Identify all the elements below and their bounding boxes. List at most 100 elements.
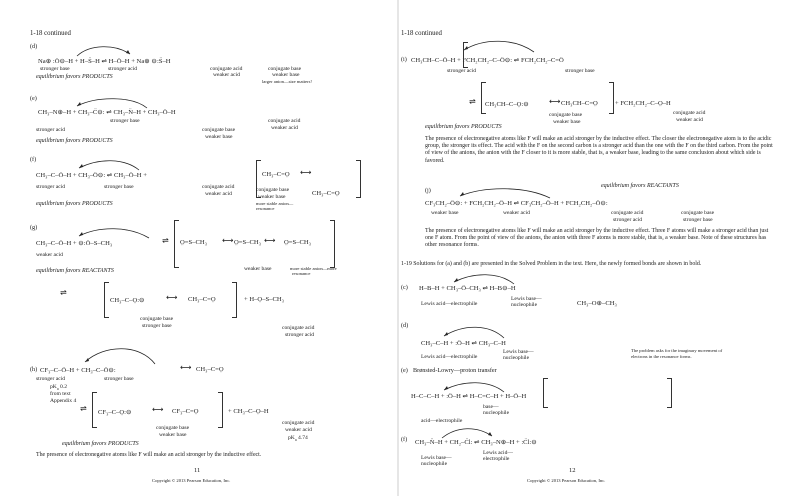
part-g-favors: equilibrium favors REACTANTS <box>36 268 114 274</box>
part-i-label-4: conjugate acid <box>673 110 706 116</box>
q19-c-electron-arrow <box>453 274 515 285</box>
part-d-tag: (d) <box>30 43 38 50</box>
q19-d-equation: CH₃–C–H + :Ö–H ⇌ CH₃–C–H <box>421 340 506 347</box>
q19-c-equation: H–B–H + CH₃–Ö–CH₃ ⇌ H–B⊖–H <box>419 285 516 292</box>
part-i-electron-arrow <box>463 40 535 53</box>
part-g-resonance-arrow-2: ⟷ <box>264 236 276 245</box>
part-j-electron-arrow <box>459 188 551 199</box>
q19-e-label-2b: nucleophile <box>483 410 510 416</box>
part-i-equilibrium-arrow: ⇌ <box>469 97 476 106</box>
part-g-equation: CH₃–C–Ö–H + ⊖:Ö–S–CH₃ <box>36 240 113 247</box>
part-d-favors: equilibrium favors PRODUCTS <box>36 74 113 80</box>
part-h-label-1f: Appendix 4 <box>50 398 77 404</box>
part-i-bracket2-open <box>481 82 486 114</box>
part-g-conj-base-1: CH₃–C–O̤:⊖ <box>110 297 145 304</box>
part-j-label-3b: stronger acid <box>613 217 643 223</box>
part-e-label-1: stronger acid <box>36 127 66 133</box>
part-j-label-4b: stronger base <box>683 217 713 223</box>
part-h-resonance-arrow-2: ⟷ <box>152 405 164 414</box>
part-h-conj-base-2: CF₃–C=O̤ <box>172 408 199 415</box>
part-f-label-2: stronger base <box>104 184 134 190</box>
page-number: 12 <box>569 467 576 474</box>
part-h-label-3: conjugate base <box>156 425 190 431</box>
page-11: 1-18 continued (d) Na⊕ :Ö⊖–H + H–S̈–H ⇌… <box>0 0 398 496</box>
part-h-equation: CF₃–C–Ö–H + CH₃–C–Ö⊖: <box>40 367 116 374</box>
part-h-bracket-open <box>92 392 97 428</box>
part-h-conj-acid: + CH₃–C–O̤–H <box>228 408 269 415</box>
q19-c-tag: (c) <box>401 284 408 291</box>
part-g-bracket2-close <box>232 282 237 318</box>
page-12: 1-18 continued (i) CH₃CH–C–Ö–H + FCH₂CH… <box>399 0 798 496</box>
part-f-label-4: conjugate base <box>256 187 290 193</box>
part-h-label-1e: from text <box>50 391 71 397</box>
part-f-label-4b: weaker base <box>258 194 286 200</box>
part-f-label-4c: more stable anion— <box>256 201 294 206</box>
q19-e-electron-arrow <box>443 382 505 393</box>
q19-f-tag: (f) <box>401 436 408 443</box>
part-f-bracket-open <box>256 160 261 198</box>
part-g-equilibrium-arrow-1: ⇌ <box>162 236 169 245</box>
part-g-resonance-1: O̤=S–CH₃ <box>180 239 207 246</box>
part-i-tag: (i) <box>401 56 407 63</box>
part-f-label-3: conjugate acid <box>202 184 235 190</box>
part-j-label-2: weaker acid <box>503 210 530 216</box>
part-i-note: The presence of electronegative atoms li… <box>425 136 773 164</box>
part-j-label-1: weaker base <box>431 210 459 216</box>
page-footer: Copyright © 2013 Pearson Education, Inc. <box>527 478 606 483</box>
part-j-tag: (j) <box>425 187 431 194</box>
page-header: 1-18 continued <box>401 30 442 37</box>
part-d-electron-arrow <box>76 46 131 57</box>
part-g-label-5b: stronger base <box>142 323 172 329</box>
part-j-equation: CF₃CH₂–Ö⊖: + FCH₂CH₂–Ö–H ⇌ CF₃CH₂–Ö–H… <box>425 200 608 207</box>
q19-e-label-1: acid—electrophile <box>421 418 463 424</box>
part-g-label-6: conjugate acid <box>282 325 315 331</box>
page-number: 11 <box>194 467 201 474</box>
q19-f-label-2b: electrophile <box>483 456 510 462</box>
part-h-electron-arrow <box>84 348 156 365</box>
part-g-bracket-close <box>330 220 335 268</box>
q19-d-note: The problem asks for the imaginary movem… <box>631 348 723 359</box>
part-f-electron-arrow <box>78 160 140 171</box>
part-g-conj-acid: + H–O̤–S–CH₃ <box>244 296 284 303</box>
q19-f-label-1: Lewis base— <box>421 455 452 461</box>
part-f-favors: equilibrium favors PRODUCTS <box>36 201 113 207</box>
q19-d-electron-arrow <box>443 326 505 339</box>
part-d-label-4: conjugate base <box>268 66 302 72</box>
q19-e-bracket-open <box>543 378 548 408</box>
part-i-equation: CH₃CH–C–Ö–H + FCH₂CH₂–C–Ö⊖: ⇌ FCH₂CH₂–… <box>411 57 564 64</box>
part-f-label-4d: resonance <box>256 206 275 211</box>
part-e-label-3: conjugate base <box>202 127 236 133</box>
part-e-favors: equilibrium favors PRODUCTS <box>36 138 113 144</box>
part-i-bracket-open <box>463 42 468 68</box>
part-d-label-4b: weaker base <box>272 72 300 78</box>
part-g-label-1: weaker acid <box>36 252 63 258</box>
part-f-equation: CH₃–C–Ö–H + CH₃–Ö⊖: ⇌ CH₃–Ö–H + <box>36 172 147 179</box>
q19-f-electron-arrow <box>441 428 493 439</box>
part-e-label-4b: weaker acid <box>271 125 298 131</box>
q19-c-label-2: Lewis base— <box>511 296 542 302</box>
part-f-label-3b: weaker acid <box>205 191 232 197</box>
part-h-label-4b: weaker acid <box>285 427 312 433</box>
part-i-label-1: stronger acid <box>447 68 477 74</box>
part-h-label-2: stronger base <box>104 376 134 382</box>
part-h-note: The presence of electronegative atoms li… <box>36 452 262 458</box>
part-d-label-4c: larger anion—size matters! <box>262 79 312 84</box>
part-e-tag: (e) <box>30 95 37 102</box>
part-e-equation: CH₃–N⊕–H + CH₃–C̈⊖: ⇌ CH₃–N̈–H + CH₃–Ö–… <box>38 109 176 116</box>
part-f-tag: (f) <box>30 156 37 163</box>
part-i-label-4b: weaker acid <box>676 117 703 123</box>
page-gutter <box>397 0 399 496</box>
part-i-conj-base-2: CH₃CH–C=O̤ <box>561 100 598 107</box>
part-i-label-2: stronger base <box>565 68 595 74</box>
part-g-label-3b: resonance <box>292 271 311 276</box>
part-g-bracket-open <box>174 220 179 268</box>
part-h-bracket-close <box>218 392 223 428</box>
part-f-label-1: stronger acid <box>36 184 66 190</box>
page-footer: Copyright © 2013 Pearson Education, Inc. <box>152 478 231 483</box>
q19-d-label-2b: nucleophile <box>503 355 530 361</box>
part-g-label-5: conjugate base <box>140 316 174 322</box>
part-h-pka-1: pKa 0.2 <box>50 384 68 392</box>
part-i-conj-acid: + FCH₂CH₂–C–O̤–H <box>615 100 671 107</box>
part-j-note: The presence of electronegative atoms li… <box>425 228 769 249</box>
part-h-pka-2: pKa 4.74 <box>288 435 308 443</box>
